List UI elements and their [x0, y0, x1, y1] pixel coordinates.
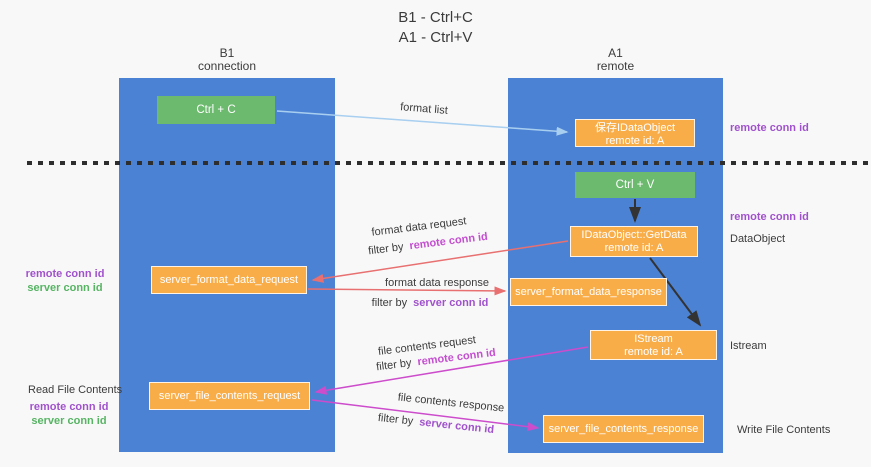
- side-conn-ids-left-bottom: remote conn id server conn id: [18, 400, 120, 428]
- diagram-title: B1 - Ctrl+C A1 - Ctrl+V: [0, 8, 871, 48]
- node-istream-line1: IStream: [634, 333, 673, 345]
- label-format-list: format list: [399, 101, 449, 117]
- side-remote-conn-id-top-right: remote conn id: [730, 122, 809, 134]
- filter-by-text: filter by: [375, 357, 413, 374]
- side-server-conn-id-left-2: server conn id: [31, 415, 107, 427]
- node-save-idataobject: 保存IDataObject remote id: A: [575, 119, 695, 147]
- lifeline-a1-name: A1: [608, 46, 623, 60]
- title-line-2: A1 - Ctrl+V: [398, 29, 473, 46]
- remote-conn-id-text: remote conn id: [408, 230, 489, 253]
- lifeline-b1-role: connection: [197, 59, 257, 73]
- label-filter-by-server-2: filter by server conn id: [377, 412, 494, 436]
- side-write-file-contents-label: Write File Contents: [737, 424, 831, 436]
- side-remote-conn-id-left-2: remote conn id: [29, 401, 109, 413]
- node-server-format-data-request: server_format_data_request: [151, 266, 307, 294]
- filter-by-text: filter by: [371, 297, 408, 309]
- side-remote-conn-id-left-1: remote conn id: [25, 268, 105, 280]
- side-istream-label: Istream: [730, 340, 767, 352]
- label-file-contents-response: file contents response: [397, 391, 505, 415]
- node-server-format-data-response: server_format_data_response: [510, 278, 667, 306]
- side-remote-conn-id-mid-right: remote conn id: [730, 211, 809, 223]
- node-server-file-contents-response: server_file_contents_response: [543, 415, 704, 443]
- side-conn-ids-left-top: remote conn id server conn id: [14, 267, 116, 295]
- server-conn-id-text: server conn id: [418, 416, 495, 437]
- arrow-format-data-response: [307, 286, 507, 296]
- node-idataobject-getdata: IDataObject::GetData remote id: A: [570, 226, 698, 257]
- lifeline-b1-header: B1 connection: [119, 47, 335, 73]
- lifeline-a1-role: remote: [596, 59, 635, 73]
- lifeline-a1-header: A1 remote: [508, 47, 723, 73]
- node-ctrl-v: Ctrl + V: [575, 172, 695, 198]
- label-format-data-response: format data response: [385, 277, 489, 289]
- node-idataobject-getdata-line2: remote id: A: [604, 242, 664, 254]
- node-idataobject-getdata-line1: IDataObject::GetData: [581, 229, 687, 241]
- node-save-idataobject-line2: remote id: A: [605, 135, 665, 147]
- label-filter-by-server-1: filter by server conn id: [372, 297, 489, 309]
- title-line-1: B1 - Ctrl+C: [398, 9, 473, 26]
- node-save-idataobject-line1: 保存IDataObject: [594, 122, 676, 134]
- node-server-file-contents-request: server_file_contents_request: [149, 382, 310, 410]
- node-istream: IStream remote id: A: [590, 330, 717, 360]
- side-server-conn-id-left-1: server conn id: [27, 282, 103, 294]
- node-istream-line2: remote id: A: [624, 346, 683, 358]
- lifeline-b1-name: B1: [219, 46, 235, 60]
- side-read-file-contents-label: Read File Contents: [28, 384, 123, 396]
- filter-by-text: filter by: [367, 241, 405, 258]
- node-ctrl-c: Ctrl + C: [157, 96, 275, 124]
- side-dataobject-label: DataObject: [730, 233, 786, 245]
- filter-by-text: filter by: [377, 411, 414, 428]
- server-conn-id-text: server conn id: [413, 297, 489, 309]
